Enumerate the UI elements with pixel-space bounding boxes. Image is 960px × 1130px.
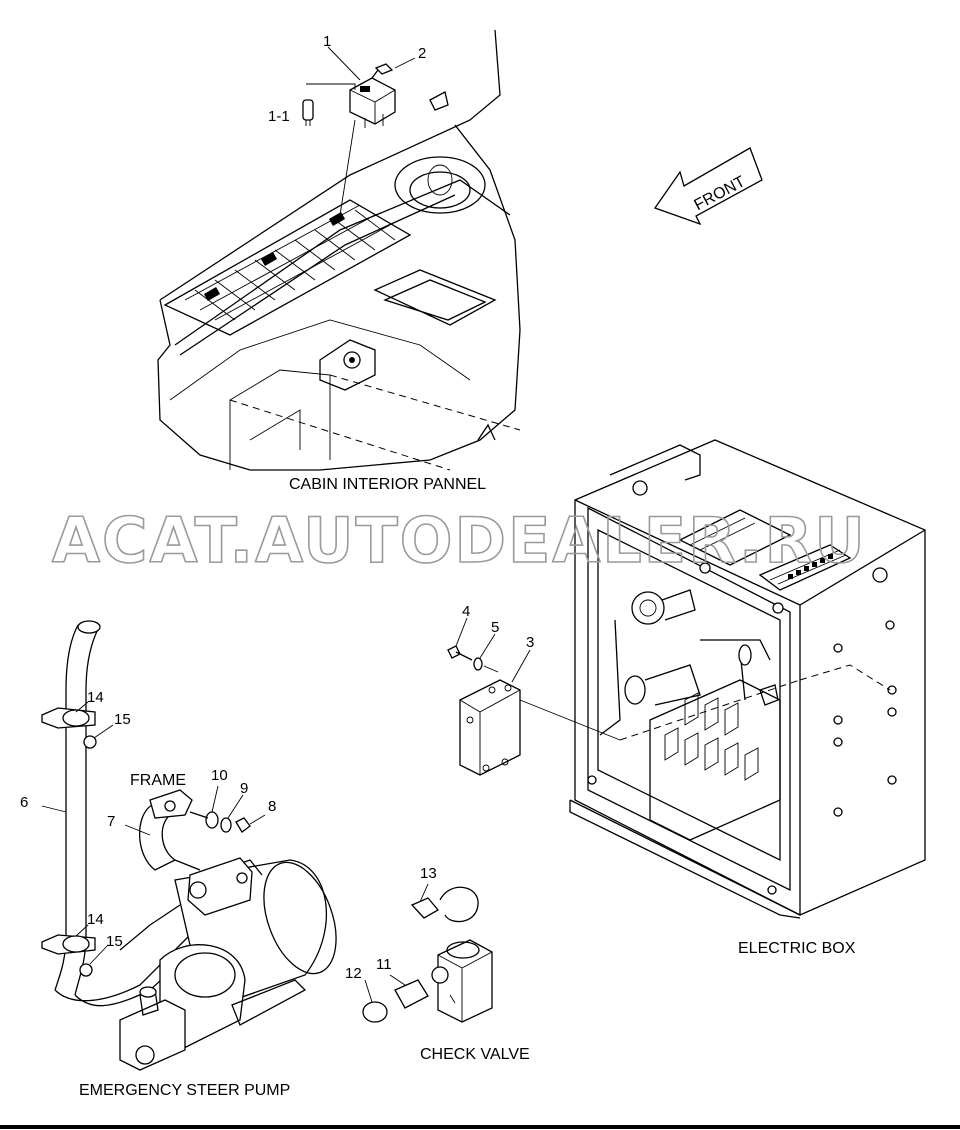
callout-13: 13 xyxy=(420,865,437,882)
label-cabin-interior-panel: CABIN INTERIOR PANNEL xyxy=(289,476,486,493)
module-part-3 xyxy=(447,617,621,776)
check-valve-drawing xyxy=(362,883,493,1023)
front-arrow: FRONT xyxy=(653,147,763,226)
callout-1-1: 1-1 xyxy=(268,108,290,125)
callout-4: 4 xyxy=(462,603,470,620)
callout-11: 11 xyxy=(376,956,392,973)
pipe-part-7 xyxy=(124,785,266,871)
switch-assembly xyxy=(302,46,416,216)
callout-14-top: 14 xyxy=(87,689,104,706)
callout-6: 6 xyxy=(20,794,28,811)
watermark: ACAT.AUTODEALER.RU xyxy=(52,504,867,577)
callout-10: 10 xyxy=(211,767,228,784)
callout-3: 3 xyxy=(526,634,534,651)
callout-2: 2 xyxy=(418,45,426,62)
callout-15-bottom: 15 xyxy=(106,933,123,950)
section-labels: CABIN INTERIOR PANNEL ELECTRIC BOX EMERG… xyxy=(79,476,856,1099)
callout-8: 8 xyxy=(268,798,276,815)
cabin-interior-panel-drawing xyxy=(157,29,521,471)
callout-9: 9 xyxy=(240,780,248,797)
hose-part-6 xyxy=(41,620,201,1007)
label-electric-box: ELECTRIC BOX xyxy=(738,940,856,957)
label-check-valve: CHECK VALVE xyxy=(420,1046,530,1063)
panel-grille xyxy=(163,199,412,336)
electric-box-drawing xyxy=(569,439,926,919)
label-frame: FRAME xyxy=(130,772,186,789)
callout-5: 5 xyxy=(491,619,499,636)
callout-1: 1 xyxy=(323,33,331,50)
callout-14-bottom: 14 xyxy=(87,911,104,928)
callout-15-top: 15 xyxy=(114,711,131,728)
label-emergency-steer-pump: EMERGENCY STEER PUMP xyxy=(79,1082,290,1099)
callout-12: 12 xyxy=(345,965,362,982)
callouts: 1 1-1 2 3 4 5 6 7 8 9 10 11 12 13 14 14 … xyxy=(20,33,534,982)
emergency-steer-pump-drawing xyxy=(119,857,337,1071)
callout-7: 7 xyxy=(107,813,115,830)
